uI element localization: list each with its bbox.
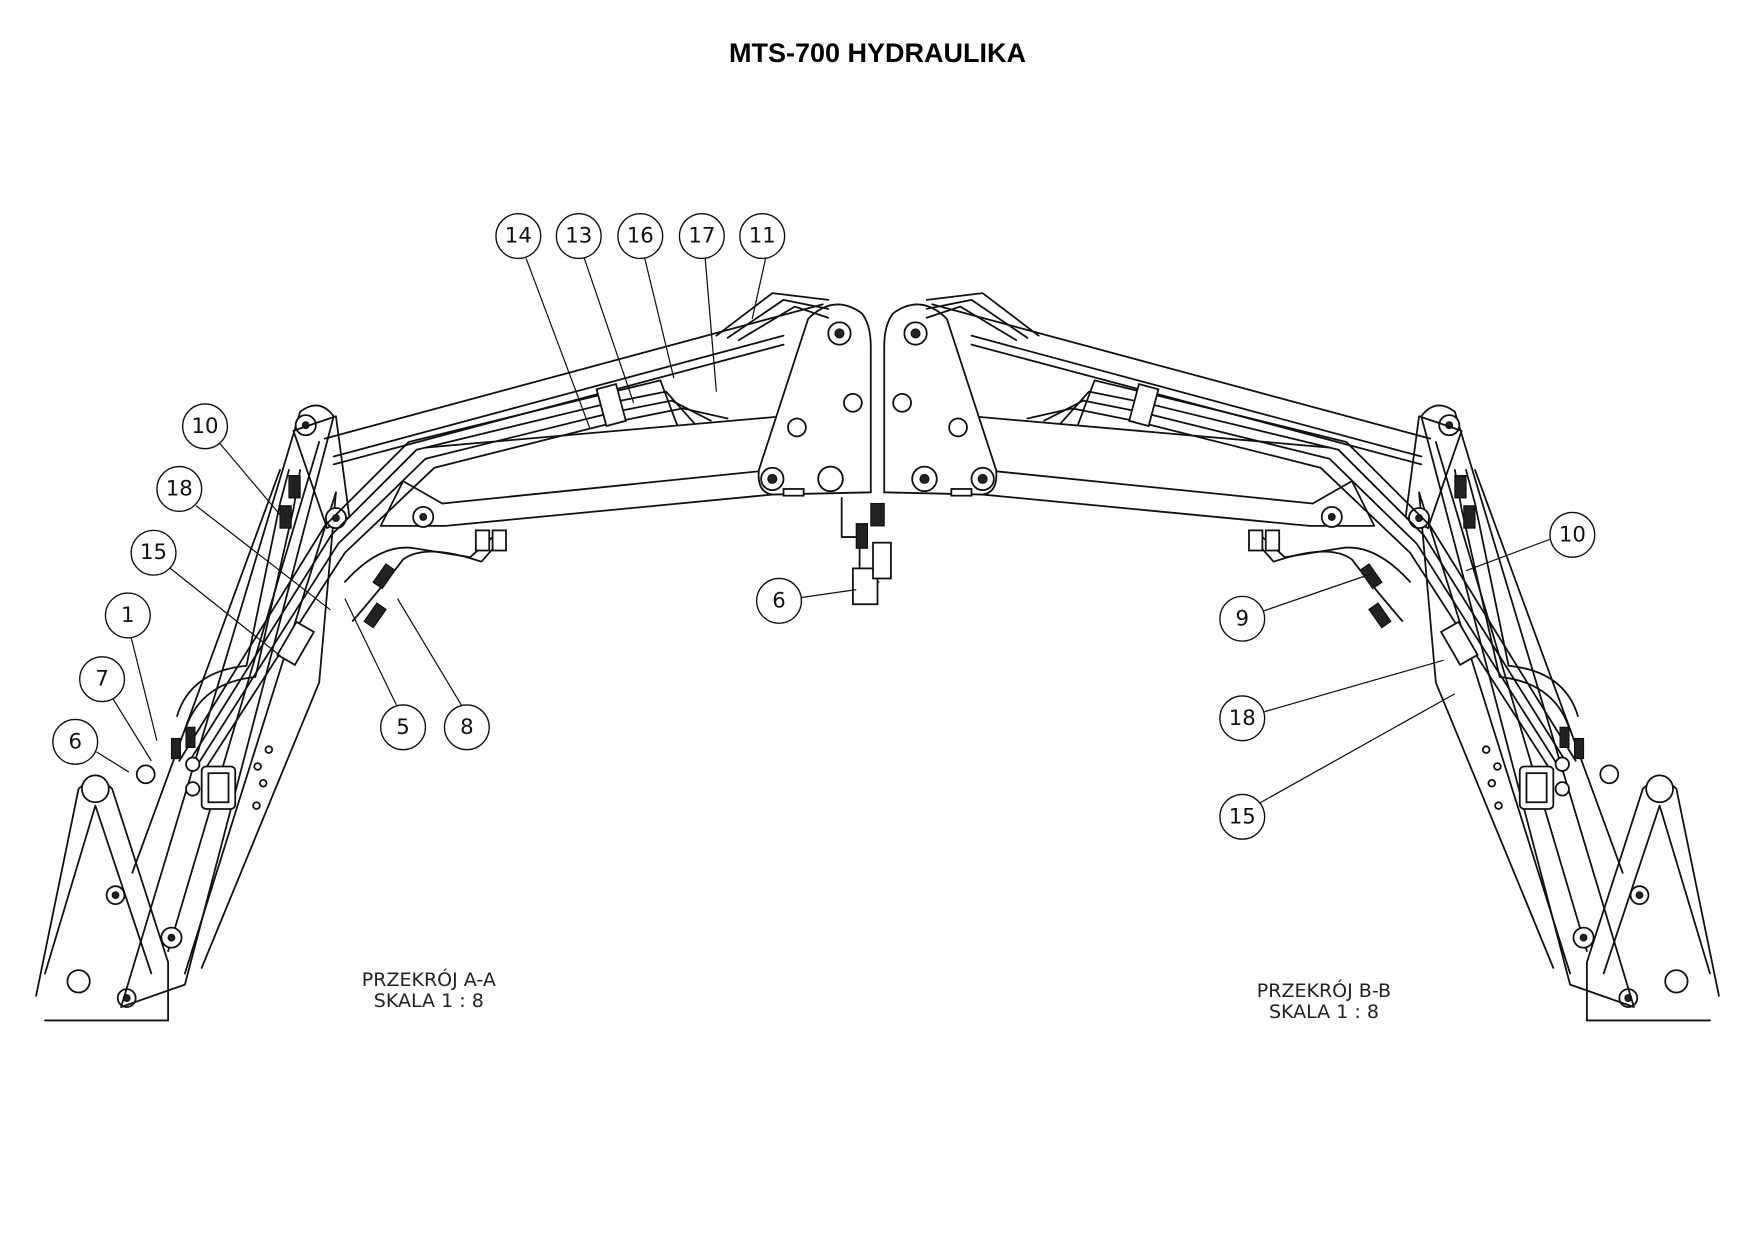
drawing-title: MTS-700 HYDRAULIKA: [728, 38, 1027, 68]
balloon-5: 5: [380, 704, 427, 751]
svg-text:14: 14: [505, 224, 532, 249]
balloon-15-left: 15: [130, 529, 177, 576]
balloon-9: 9: [1219, 595, 1266, 642]
svg-text:10: 10: [192, 414, 219, 439]
svg-text:13: 13: [565, 224, 592, 249]
balloon-6-left: 6: [52, 718, 99, 765]
section-a-label: PRZEKRÓJ A-A: [362, 967, 496, 991]
svg-text:8: 8: [460, 715, 474, 740]
balloon-18-left: 18: [156, 465, 203, 513]
leader-lines: [96, 258, 1551, 804]
balloon-10-right: 10: [1549, 511, 1596, 558]
balloon-10-left: 10: [181, 403, 229, 450]
section-a-a-view: [35, 292, 872, 1022]
balloon-13: 13: [555, 213, 602, 260]
balloon-1: 1: [104, 592, 151, 639]
balloon-18-right: 18: [1219, 695, 1266, 742]
svg-text:1: 1: [121, 603, 135, 628]
balloon-15-right: 15: [1219, 793, 1266, 840]
balloon-17: 17: [678, 213, 725, 260]
center-coupler: [817, 465, 892, 606]
balloon-16: 16: [617, 213, 664, 260]
section-a-scale: SKALA 1 : 8: [374, 990, 484, 1012]
section-b-b-view: [883, 292, 1720, 1022]
balloon-14: 14: [495, 213, 542, 260]
section-b-label: PRZEKRÓJ B-B: [1257, 978, 1391, 1002]
svg-text:5: 5: [396, 715, 410, 740]
svg-text:11: 11: [749, 224, 776, 249]
svg-text:18: 18: [1229, 706, 1256, 731]
balloon-6-center: 6: [755, 577, 803, 624]
balloon-8: 8: [443, 704, 490, 751]
svg-text:9: 9: [1236, 606, 1250, 631]
svg-text:6: 6: [772, 588, 786, 613]
svg-text:6: 6: [68, 729, 82, 754]
section-b-scale: SKALA 1 : 8: [1269, 1001, 1379, 1023]
svg-text:18: 18: [166, 476, 193, 501]
svg-text:7: 7: [95, 667, 109, 692]
svg-text:15: 15: [1229, 804, 1256, 829]
balloon-7: 7: [79, 656, 126, 703]
svg-text:16: 16: [627, 224, 654, 249]
svg-text:17: 17: [688, 224, 715, 249]
svg-text:15: 15: [140, 540, 167, 565]
balloon-11: 11: [739, 213, 786, 260]
svg-text:10: 10: [1559, 522, 1586, 547]
